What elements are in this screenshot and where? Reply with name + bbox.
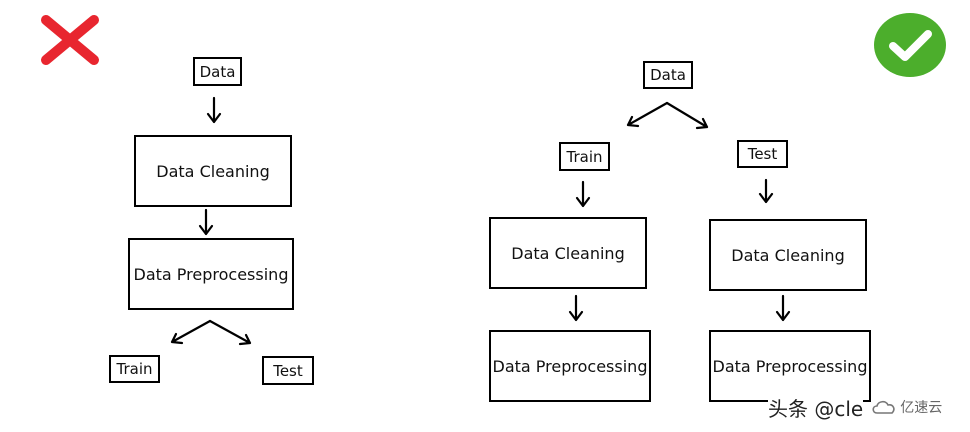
right-test-label: Test (747, 145, 778, 163)
check-icon (874, 13, 946, 77)
cloud-logo-icon (871, 399, 897, 415)
watermark-brand: 亿速云 (900, 400, 943, 416)
right-train-cleaning-box: Data Cleaning (489, 217, 647, 289)
right-train-box: Train (559, 142, 610, 171)
right-train-label: Train (566, 147, 603, 166)
watermark: 头条 @cle 亿速云 (768, 392, 968, 422)
cross-icon (41, 15, 99, 65)
right-data-box: Data (643, 61, 693, 89)
watermark-text: 头条 @cle (768, 392, 864, 422)
right-data-label: Data (650, 66, 686, 84)
left-preprocessing-box: Data Preprocessing (128, 238, 294, 310)
left-data-box: Data (193, 57, 242, 86)
left-train-box: Train (109, 355, 160, 383)
right-train-preprocessing-label: Data Preprocessing (492, 356, 648, 376)
right-test-cleaning-label: Data Cleaning (731, 245, 845, 265)
right-train-cleaning-label: Data Cleaning (511, 243, 625, 263)
left-test-box: Test (262, 356, 314, 385)
left-data-label: Data (199, 62, 236, 81)
right-train-preprocessing-box: Data Preprocessing (489, 330, 651, 402)
left-test-label: Test (273, 361, 303, 380)
right-test-cleaning-box: Data Cleaning (709, 219, 867, 291)
left-cleaning-label: Data Cleaning (156, 161, 270, 181)
left-preprocessing-label: Data Preprocessing (133, 264, 289, 284)
left-cleaning-box: Data Cleaning (134, 135, 292, 207)
right-test-preprocessing-box: Data Preprocessing (709, 330, 871, 402)
right-test-box: Test (737, 140, 788, 168)
left-train-label: Train (116, 360, 153, 378)
right-test-preprocessing-label: Data Preprocessing (712, 356, 868, 376)
